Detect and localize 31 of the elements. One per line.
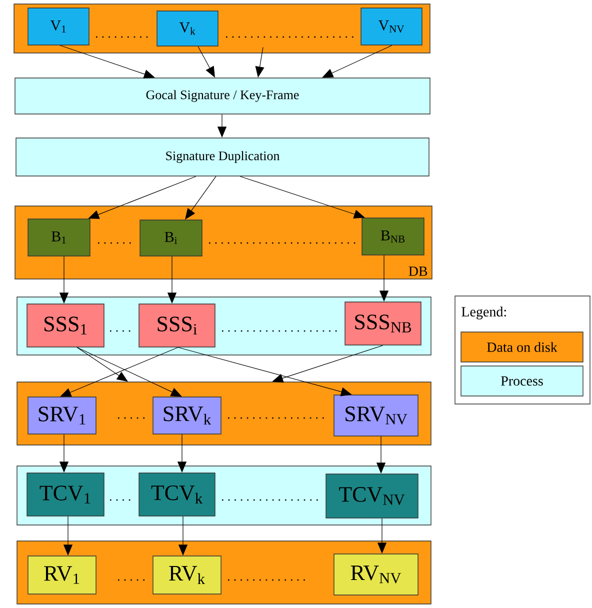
legend-text: Data on disk bbox=[487, 342, 558, 352]
process-box: V$_{NV}$ bbox=[360, 8, 422, 46]
process-box: V$_{k}$ bbox=[156, 10, 218, 46]
process-box: B$_{NB}$ bbox=[362, 218, 424, 256]
process-box: SRV$_{1}$ bbox=[28, 396, 96, 434]
arrow bbox=[88, 176, 196, 219]
arrow bbox=[76, 347, 182, 397]
process-box: SRV$_{NV}$ bbox=[334, 394, 418, 436]
process-box: SSS$_{i}$ bbox=[138, 304, 216, 348]
arrow bbox=[322, 45, 392, 78]
process-box: SRV$_{k}$ bbox=[152, 396, 222, 434]
arrow bbox=[60, 347, 178, 397]
legend-text: Process bbox=[501, 376, 543, 386]
legend-title: Legend: bbox=[462, 306, 506, 320]
process-box: SSS$_{1}$ bbox=[26, 304, 104, 348]
process-box: TCV$_{1}$ bbox=[26, 472, 104, 516]
arrow bbox=[60, 45, 155, 78]
process-box: Gocal Signature / Key-Frame bbox=[14, 78, 430, 114]
process-box: B$_{1}$ bbox=[28, 218, 90, 256]
process-box: V$_{1}$ bbox=[28, 8, 90, 46]
process-box: TCV$_{k}$ bbox=[138, 472, 216, 516]
process-box: RV$_{NV}$ bbox=[334, 554, 418, 596]
arrow bbox=[178, 347, 352, 396]
process-box: RV$_{1}$ bbox=[28, 556, 96, 594]
process-box: TCV$_{NV}$ bbox=[326, 474, 418, 518]
process-box: RV$_{k}$ bbox=[152, 556, 222, 594]
process-box: SSS$_{NB}$ bbox=[344, 302, 422, 346]
process-box: Signature Duplication bbox=[16, 138, 430, 176]
process-box: B$_{i}$ bbox=[140, 220, 202, 256]
arrow bbox=[240, 176, 365, 219]
arrow bbox=[272, 345, 384, 383]
